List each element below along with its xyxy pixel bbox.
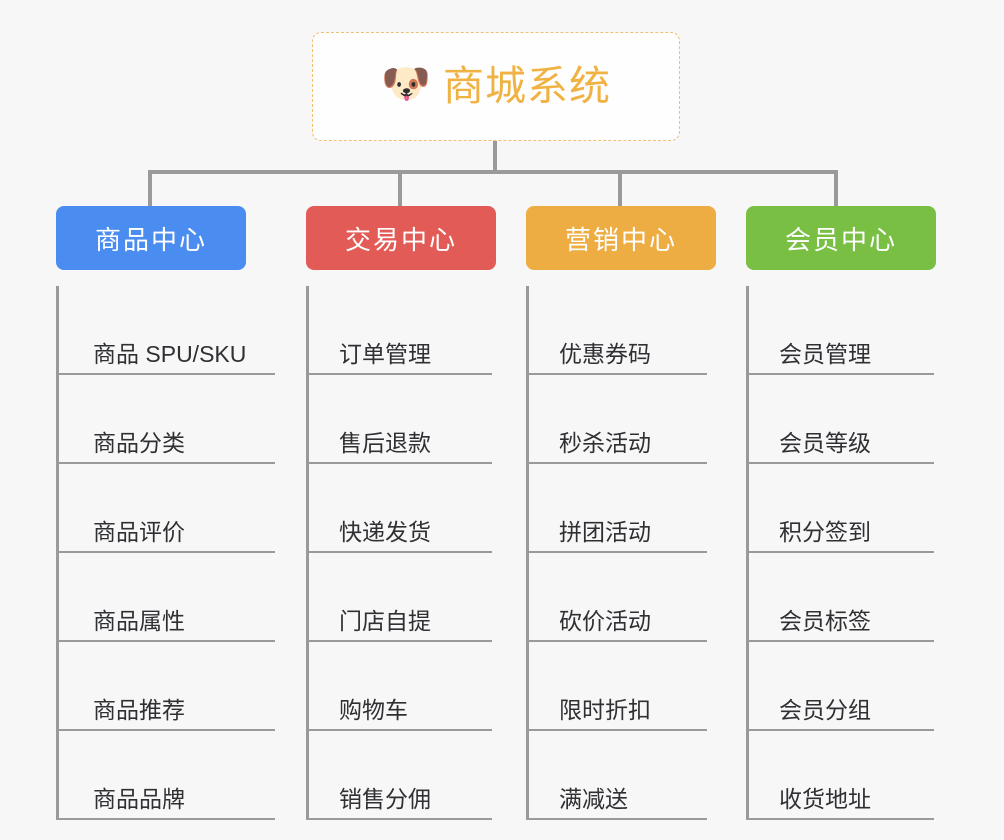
connector-horizontal-bus — [148, 170, 838, 174]
leaf-item[interactable]: 商品 SPU/SKU — [59, 286, 275, 375]
category-column-0: 商品中心 商品 SPU/SKU 商品分类 商品评价 商品属性 商品推荐 商品品牌 — [56, 206, 275, 820]
leaf-item[interactable]: 会员分组 — [749, 642, 934, 731]
leaf-item[interactable]: 快递发货 — [309, 464, 492, 553]
leaf-label: 商品推荐 — [93, 696, 185, 723]
connector-drop-2 — [618, 170, 622, 206]
leaf-list-1: 订单管理 售后退款 快递发货 门店自提 购物车 销售分佣 — [306, 286, 492, 820]
leaf-item[interactable]: 商品品牌 — [59, 731, 275, 820]
category-header-1[interactable]: 交易中心 — [306, 206, 496, 270]
category-column-2: 营销中心 优惠券码 秒杀活动 拼团活动 砍价活动 限时折扣 满减送 — [526, 206, 716, 820]
leaf-label: 砍价活动 — [559, 607, 651, 634]
leaf-label: 限时折扣 — [559, 696, 651, 723]
category-header-label-0: 商品中心 — [94, 224, 207, 255]
category-column-1: 交易中心 订单管理 售后退款 快递发货 门店自提 购物车 销售分佣 — [306, 206, 496, 820]
leaf-item[interactable]: 收货地址 — [749, 731, 934, 820]
leaf-item[interactable]: 拼团活动 — [529, 464, 707, 553]
leaf-label: 快递发货 — [339, 518, 431, 545]
leaf-label: 收货地址 — [779, 785, 871, 812]
leaf-label: 秒杀活动 — [559, 429, 651, 456]
category-header-0[interactable]: 商品中心 — [56, 206, 246, 270]
shiba-dog-face-icon: 🐶 — [381, 61, 431, 106]
leaf-item[interactable]: 优惠券码 — [529, 286, 707, 375]
root-title: 商城系统 — [443, 63, 611, 109]
leaf-list-0: 商品 SPU/SKU 商品分类 商品评价 商品属性 商品推荐 商品品牌 — [56, 286, 275, 820]
leaf-label: 商品评价 — [93, 518, 185, 545]
category-header-3[interactable]: 会员中心 — [746, 206, 936, 270]
leaf-item[interactable]: 商品属性 — [59, 553, 275, 642]
leaf-item[interactable]: 订单管理 — [309, 286, 492, 375]
leaf-label: 售后退款 — [339, 429, 431, 456]
leaf-item[interactable]: 满减送 — [529, 731, 707, 820]
leaf-item[interactable]: 商品推荐 — [59, 642, 275, 731]
leaf-item[interactable]: 会员管理 — [749, 286, 934, 375]
category-header-label-3: 会员中心 — [784, 224, 897, 255]
leaf-item[interactable]: 砍价活动 — [529, 553, 707, 642]
category-header-label-2: 营销中心 — [564, 224, 677, 255]
leaf-label: 门店自提 — [339, 607, 431, 634]
leaf-label: 商品 SPU/SKU — [93, 340, 247, 367]
leaf-list-2: 优惠券码 秒杀活动 拼团活动 砍价活动 限时折扣 满减送 — [526, 286, 707, 820]
connector-drop-0 — [148, 170, 152, 206]
leaf-label: 商品品牌 — [93, 785, 185, 812]
leaf-label: 积分签到 — [779, 518, 871, 545]
leaf-item[interactable]: 售后退款 — [309, 375, 492, 464]
leaf-label: 商品分类 — [93, 429, 185, 456]
category-column-3: 会员中心 会员管理 会员等级 积分签到 会员标签 会员分组 收货地址 — [746, 206, 936, 820]
leaf-label: 满减送 — [559, 785, 628, 812]
leaf-label: 会员分组 — [779, 696, 871, 723]
leaf-label: 订单管理 — [339, 340, 431, 367]
leaf-item[interactable]: 会员标签 — [749, 553, 934, 642]
connector-root-stem — [493, 141, 497, 173]
leaf-label: 拼团活动 — [559, 518, 651, 545]
leaf-label: 优惠券码 — [559, 340, 651, 367]
leaf-list-3: 会员管理 会员等级 积分签到 会员标签 会员分组 收货地址 — [746, 286, 934, 820]
category-header-2[interactable]: 营销中心 — [526, 206, 716, 270]
leaf-item[interactable]: 销售分佣 — [309, 731, 492, 820]
leaf-item[interactable]: 积分签到 — [749, 464, 934, 553]
leaf-label: 会员管理 — [779, 340, 871, 367]
leaf-label: 销售分佣 — [339, 785, 431, 812]
leaf-item[interactable]: 秒杀活动 — [529, 375, 707, 464]
connector-drop-3 — [834, 170, 838, 206]
leaf-label: 商品属性 — [93, 607, 185, 634]
root-node[interactable]: 🐶 商城系统 — [312, 32, 680, 141]
leaf-item[interactable]: 商品评价 — [59, 464, 275, 553]
leaf-item[interactable]: 门店自提 — [309, 553, 492, 642]
leaf-item[interactable]: 会员等级 — [749, 375, 934, 464]
category-header-label-1: 交易中心 — [344, 224, 457, 255]
leaf-label: 会员等级 — [779, 429, 871, 456]
leaf-label: 购物车 — [339, 696, 408, 723]
leaf-item[interactable]: 购物车 — [309, 642, 492, 731]
leaf-item[interactable]: 限时折扣 — [529, 642, 707, 731]
connector-drop-1 — [398, 170, 402, 206]
leaf-item[interactable]: 商品分类 — [59, 375, 275, 464]
leaf-label: 会员标签 — [779, 607, 871, 634]
